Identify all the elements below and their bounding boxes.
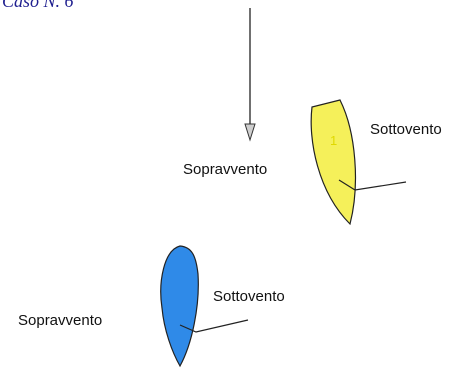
- blue-boom: [179, 319, 249, 333]
- yellow-boom: [338, 179, 407, 191]
- blue-leeward-label: Sottovento: [213, 288, 285, 305]
- case-title: Caso N. 6: [2, 0, 74, 11]
- yellow-boat: [310, 99, 407, 226]
- yellow-windward-label: Sopravvento: [183, 161, 268, 178]
- yellow-leeward-label: Sottovento: [370, 121, 442, 138]
- wind-arrow: [244, 8, 256, 142]
- blue-boat: [160, 245, 249, 368]
- yellow-boat-number: 1: [330, 133, 338, 148]
- blue-windward-label: Sopravvento: [18, 312, 103, 329]
